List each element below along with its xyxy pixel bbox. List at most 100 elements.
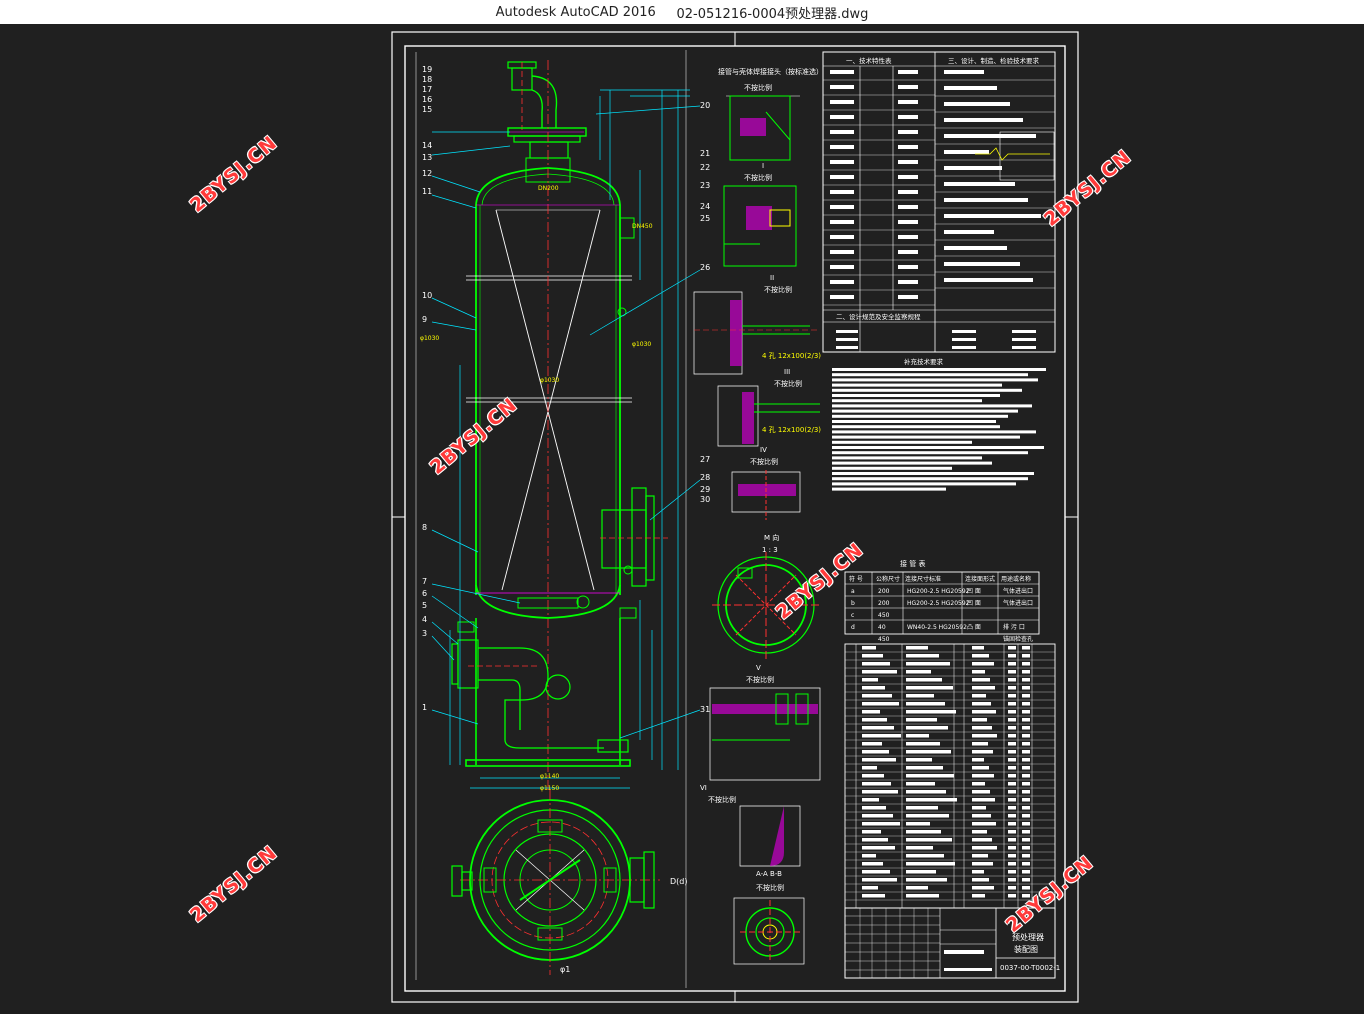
callout-21: 21 [700,149,710,158]
scale-note-4: 不按比例 [774,379,802,388]
extra-req-title: 补充技术要求 [904,357,944,366]
svg-text:D(d): D(d) [670,877,687,886]
extra-requirements: 补充技术要求 [832,357,1046,491]
nozzle-table-title: 接 管 表 [900,559,925,568]
view-label-VI: VI [700,784,707,792]
callout-17: 17 [422,85,432,94]
callout-28: 28 [700,473,710,482]
tech-spec-title: 一、技术特性表 [846,56,892,65]
nozzle-cell: 凹 面 [967,600,981,607]
callout-16: 16 [422,95,432,104]
nozzle-cell: a [851,588,855,595]
nozzle-cell: 200 [878,600,890,607]
parts-list [844,643,1056,909]
file-name: 02-051216-0004预处理器.dwg [676,6,869,22]
nozzle-header: 用途或名称 [1001,575,1031,583]
nozzle-cell: 200 [878,588,890,595]
nozzle-cell: 气体进出口 [1003,587,1033,595]
title-block: 预处理器 装配图 0037-00-T0002-1 [844,907,1060,979]
callout-13: 13 [422,153,432,162]
tech-req-title: 三、设计、制造、检验技术要求 [948,56,1040,65]
view-label-II: II [770,274,774,282]
scale-note-1: 不按比例 [744,83,772,92]
nozzle-header: 连接面形式 [965,575,995,583]
callout-5: 5 [422,601,427,610]
nozzle-cell: 450 [878,636,890,643]
nozzle-cell: d [851,624,855,631]
view-label-I: I [762,162,764,170]
drawing-canvas[interactable]: 19 18 17 16 15 14 13 12 11 10 9 8 7 6 5 … [0,24,1364,1010]
nozzle-header: 公称尺寸 [876,575,900,583]
svg-text:DN200: DN200 [538,185,559,192]
nozzle-header: 连接尺寸标准 [905,575,941,583]
callout-22: 22 [700,163,710,172]
app-title: Autodesk AutoCAD 2016 [495,4,656,20]
title-name-2: 装配图 [1014,944,1038,954]
nozzle-cell: 凹 面 [967,588,981,595]
nozzle-cell: HG200-2.5 HG20592 [907,600,970,607]
callout-1: 1 [422,703,427,712]
callout-12: 12 [422,169,432,178]
scale-note-8: 不按比例 [756,883,784,892]
nozzle-cell: WN40-2.5 HG20592 [907,624,967,631]
callout-23: 23 [700,181,710,190]
callout-27: 27 [700,455,710,464]
svg-text:φ1030: φ1030 [632,341,651,348]
nozzle-cell: 排 污 口 [1003,623,1025,631]
callout-29: 29 [700,485,710,494]
bolt-note-1: 4 孔 12x100(2/3) [762,352,821,360]
sheet-inner-border [404,45,1066,992]
design-code-title: 二、设计规范及安全监察规程 [836,312,921,321]
nozzle-cell: HG200-2.5 HG20592 [907,588,970,595]
tech-spec-table: 一、技术特性表 三、设计、制造、检验技术要求 二、设计规范及安全监察规程 [822,51,1056,353]
svg-text:φ1030: φ1030 [420,335,439,342]
svg-text:φ1: φ1 [560,965,570,974]
callout-8: 8 [422,523,427,532]
bolt-note-2: 4 孔 12x100(2/3) [762,426,821,434]
callout-19: 19 [422,65,432,74]
callout-6: 6 [422,589,427,598]
cad-drawing: 19 18 17 16 15 14 13 12 11 10 9 8 7 6 5 … [391,31,1079,1003]
scale-note-2: 不按比例 [744,173,772,182]
callout-20: 20 [700,101,710,110]
vessel-elevation: 19 18 17 16 15 14 13 12 11 10 9 8 7 6 5 … [420,60,710,792]
svg-text:DN450: DN450 [632,223,653,230]
nozzle-cell: 锚固检查孔 [1003,635,1033,643]
nozzle-cell: 气体进出口 [1003,599,1033,607]
scale-note-6: 不按比例 [746,675,774,684]
callout-3: 3 [422,629,427,638]
scale-note-5: 不按比例 [750,457,778,466]
callout-31: 31 [700,705,710,714]
callout-26: 26 [700,263,710,272]
callout-7: 7 [422,577,427,586]
title-name-1: 预处理器 [1012,932,1044,942]
svg-text:φ1030: φ1030 [540,377,559,384]
scale-note-3: 不按比例 [764,285,792,294]
svg-text:φ1150: φ1150 [540,785,559,792]
callout-18: 18 [422,75,432,84]
callout-11: 11 [422,187,432,196]
callout-4: 4 [422,615,427,624]
nozzle-cell: 40 [878,624,886,631]
callout-15: 15 [422,105,432,114]
detail-views: 接管与壳体焊接接头（按标准选） 不按比例 I 不按比例 II 不按比例 4 孔 … [693,67,823,965]
callout-30: 30 [700,495,710,504]
window-title-bar: Autodesk AutoCAD 2016 02-051216-0004预处理器… [0,0,1364,24]
callout-14: 14 [422,141,432,150]
view-label-IV: IV [760,446,767,454]
drawing-number: 0037-00-T0002-1 [1000,964,1060,972]
svg-text:φ1140: φ1140 [540,773,559,780]
callout-24: 24 [700,202,710,211]
callout-25: 25 [700,214,710,223]
view-label-M: M 向 [764,533,779,542]
nozzle-header: 符 号 [849,575,863,583]
scale-note-7: 不按比例 [708,795,736,804]
nozzle-cell: 450 [878,612,890,619]
callout-10: 10 [422,291,432,300]
detail-joint-title: 接管与壳体焊接接头（按标准选） [718,67,823,76]
view-label-V: V [756,664,761,672]
nozzle-cell: c [851,612,854,619]
section-ab-label: A-A B-B [756,870,782,878]
view-label-III: III [784,368,790,376]
